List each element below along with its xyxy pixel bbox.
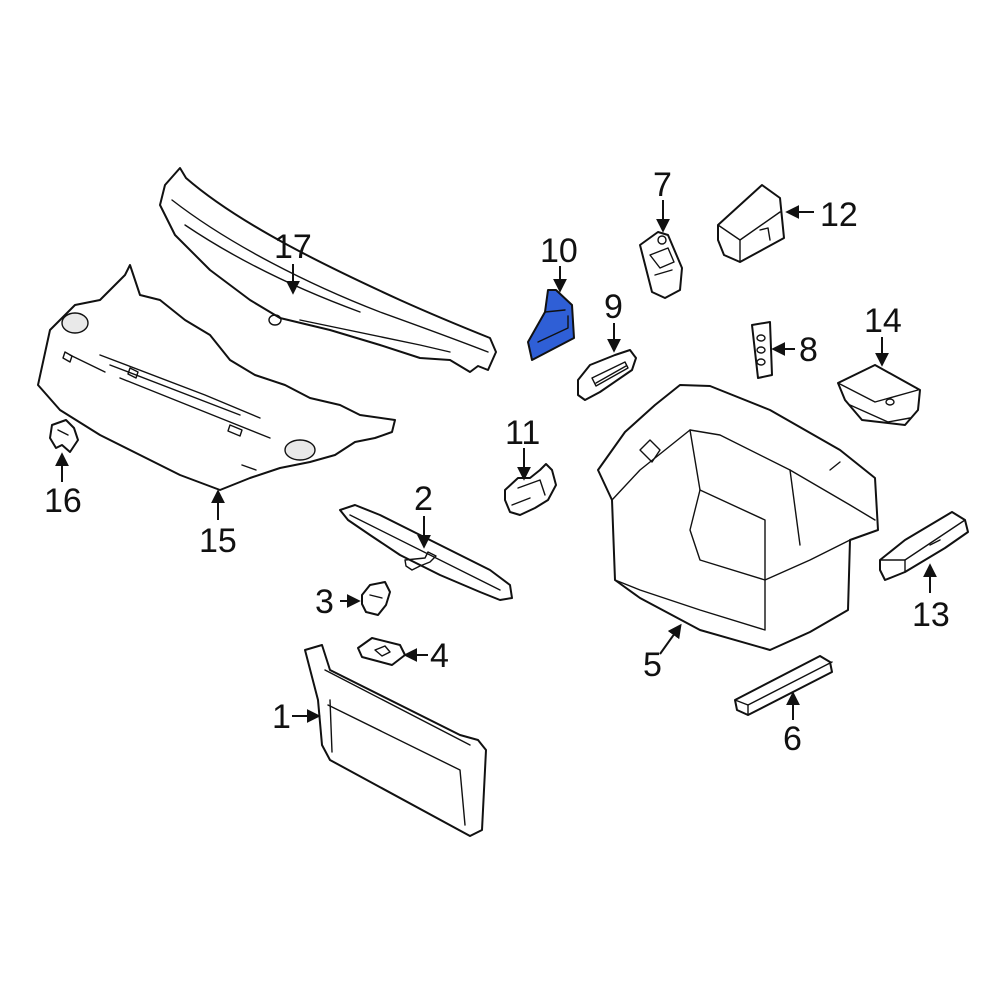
part-3-bracket[interactable] <box>361 581 391 616</box>
part-12-cover[interactable] <box>717 184 785 263</box>
callout-1[interactable]: 1 <box>272 698 291 736</box>
callout-17[interactable]: 17 <box>274 228 312 266</box>
callout-2[interactable]: 2 <box>414 480 433 518</box>
part-1-lower-panel[interactable] <box>304 644 487 837</box>
leader-lines <box>55 200 937 723</box>
part-7-bracket[interactable] <box>639 231 683 299</box>
callout-12[interactable]: 12 <box>820 196 858 234</box>
callout-14[interactable]: 14 <box>864 302 902 340</box>
callout-7[interactable]: 7 <box>653 166 672 204</box>
part-13-rail[interactable] <box>879 511 969 581</box>
callout-13[interactable]: 13 <box>912 596 950 634</box>
part-4-clip[interactable] <box>357 637 406 666</box>
part-10-highlight-fill <box>527 289 575 361</box>
part-15-cowl-panel[interactable] <box>37 264 396 491</box>
part-17-cowl-strip[interactable] <box>159 167 497 373</box>
part-14-module[interactable] <box>837 364 921 426</box>
callout-11[interactable]: 11 <box>505 414 540 452</box>
callout-10[interactable]: 10 <box>540 232 578 270</box>
callout-labels: 1 2 3 4 5 6 7 8 9 10 11 12 13 14 15 16 1… <box>44 166 950 758</box>
callout-4[interactable]: 4 <box>430 637 449 675</box>
part-6-plate[interactable] <box>734 655 833 716</box>
callout-3[interactable]: 3 <box>315 583 334 621</box>
part-5-tray[interactable] <box>597 384 879 651</box>
part-9-vent[interactable] <box>577 349 637 401</box>
part-10-bracket[interactable] <box>527 289 575 361</box>
callout-6[interactable]: 6 <box>783 720 802 758</box>
callout-5[interactable]: 5 <box>643 646 662 684</box>
part-2-strip[interactable] <box>339 504 513 601</box>
part-16-clip[interactable] <box>49 419 79 453</box>
leader-5 <box>659 623 682 655</box>
callout-8[interactable]: 8 <box>799 331 818 369</box>
callout-15[interactable]: 15 <box>199 522 237 560</box>
callout-9[interactable]: 9 <box>604 288 623 326</box>
callout-16[interactable]: 16 <box>44 482 82 520</box>
part-11-bracket[interactable] <box>504 463 557 516</box>
part-8-bracket[interactable] <box>751 321 773 379</box>
